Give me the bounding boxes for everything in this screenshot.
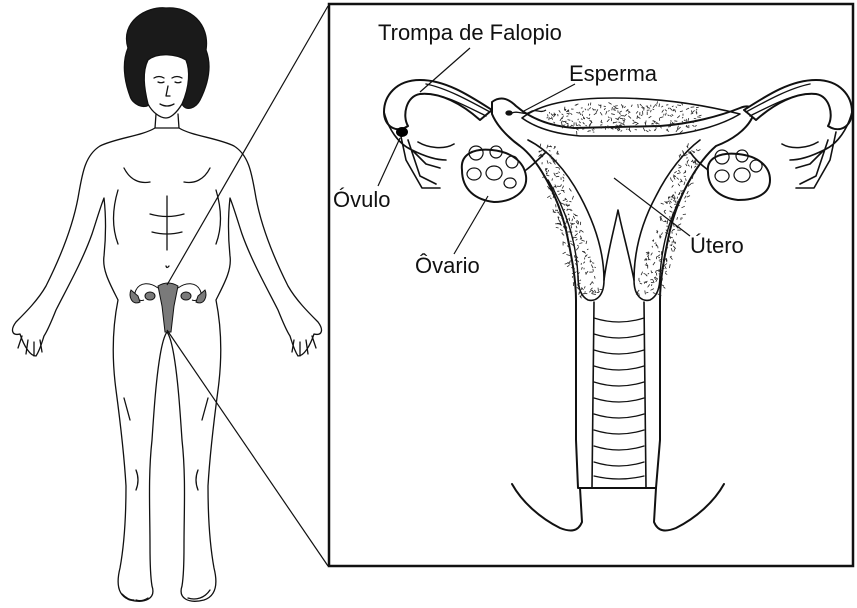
stipple-mark (656, 273, 657, 276)
stipple-mark (650, 279, 653, 280)
stipple-mark (674, 121, 677, 122)
stipple-mark (573, 244, 575, 245)
stipple-mark (664, 210, 666, 211)
stipple-mark (600, 125, 602, 126)
ovum-dot (396, 127, 408, 137)
stipple-mark (588, 104, 589, 106)
stipple-mark (664, 114, 665, 116)
stipple-mark (615, 128, 617, 129)
stipple-mark (644, 282, 645, 284)
stipple-mark (668, 127, 671, 128)
stipple-mark (659, 104, 660, 107)
stipple-mark (675, 196, 676, 199)
stipple-mark (644, 108, 645, 111)
stipple-mark (578, 119, 579, 120)
label-fallopian-tube: Trompa de Falopio (378, 22, 562, 44)
stipple-mark (651, 271, 652, 273)
stipple-mark (646, 260, 648, 261)
stipple-mark (640, 281, 641, 283)
stipple-mark (566, 116, 568, 117)
stipple-mark (689, 151, 690, 153)
stipple-mark (561, 190, 565, 191)
stipple-mark (615, 106, 618, 107)
stipple-mark (556, 176, 559, 177)
stipple-mark (676, 233, 677, 235)
stipple-mark (549, 151, 551, 152)
stipple-mark (670, 202, 671, 204)
stipple-mark (694, 118, 696, 119)
stipple-mark (697, 117, 701, 118)
stipple-mark (663, 221, 667, 222)
stipple-mark (646, 292, 648, 293)
label-uterus: Útero (690, 235, 744, 257)
stipple-mark (565, 109, 566, 111)
stipple-mark (593, 269, 594, 272)
stipple-mark (674, 204, 678, 205)
stipple-mark (569, 218, 570, 221)
stipple-mark (572, 276, 573, 278)
stipple-mark (638, 104, 639, 108)
stipple-mark (677, 197, 678, 199)
label-sperm: Esperma (569, 63, 657, 85)
face (144, 55, 188, 118)
stipple-mark (672, 181, 673, 182)
stipple-mark (567, 209, 568, 211)
stipple-mark (646, 121, 647, 124)
label-ovary: Ôvario (415, 255, 480, 277)
stipple-mark (675, 242, 676, 244)
stipple-mark (574, 128, 577, 129)
stipple-mark (608, 125, 609, 128)
label-ovum: Óvulo (333, 189, 390, 211)
stipple-mark (691, 183, 694, 184)
stipple-mark (660, 260, 662, 261)
stipple-mark (696, 107, 699, 108)
stipple-mark (549, 112, 550, 114)
stipple-mark (588, 257, 591, 258)
